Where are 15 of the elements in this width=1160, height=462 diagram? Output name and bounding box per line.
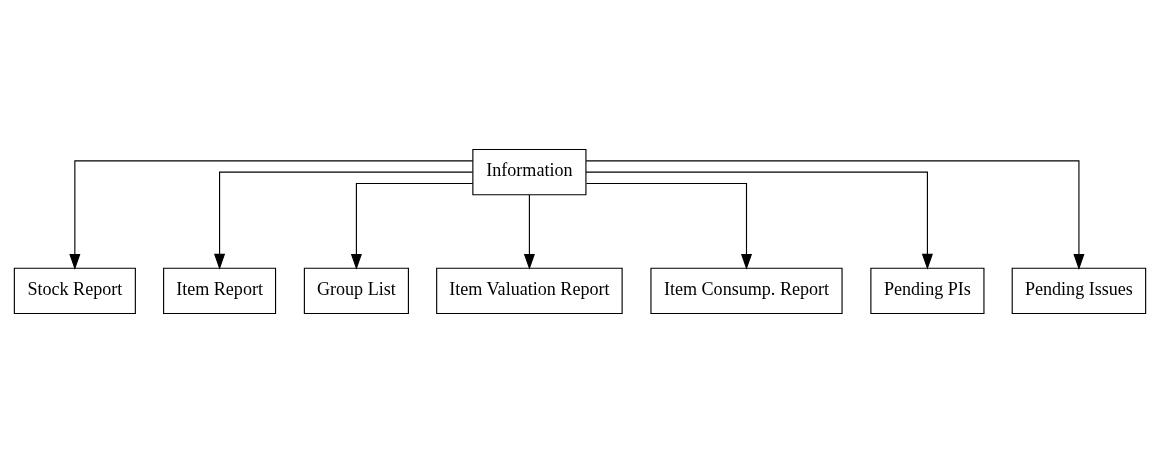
arrow (69, 159, 474, 270)
arrow (350, 182, 474, 270)
node-box: Pending PIs (870, 267, 985, 314)
node-box: Item Report (163, 267, 277, 314)
node-box: Group List (303, 267, 409, 314)
node-box: Pending Issues (1011, 267, 1147, 314)
arrow (523, 193, 535, 270)
arrow (585, 159, 1085, 270)
arrow (585, 182, 753, 270)
arrow (585, 171, 933, 270)
node-box: Item Consump. Report (650, 267, 843, 314)
arrow (214, 171, 474, 270)
node-box: Stock Report (13, 267, 136, 314)
node-box: Information (472, 148, 587, 195)
node-box: Item Valuation Report (436, 267, 623, 314)
